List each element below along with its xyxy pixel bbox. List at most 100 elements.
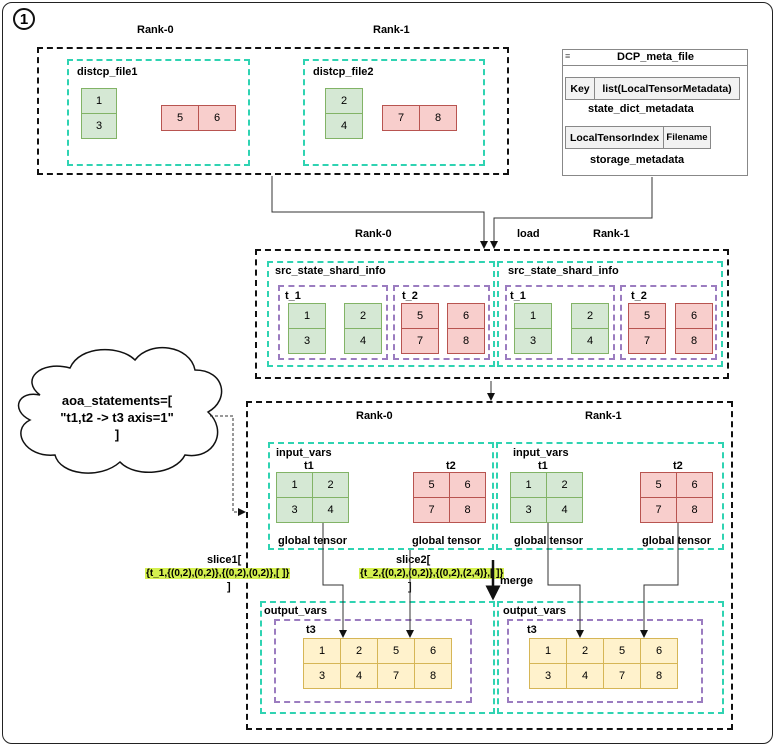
input-t1-label-rank0: t1: [304, 460, 314, 472]
output-t3-cell: 5: [377, 638, 415, 664]
file2-green-cell: 4: [325, 113, 363, 139]
global-tensor-label: global tensor: [412, 535, 482, 547]
output-t3-cell: 2: [566, 638, 604, 664]
slice2-close: ]: [408, 581, 412, 593]
load-red-cell: 5: [401, 303, 439, 329]
dcp-meta-file: [562, 49, 748, 176]
distcp-file1-title: distcp_file1: [77, 66, 138, 78]
meta-key-cell: Key: [565, 77, 595, 100]
input-t1-cell: 4: [546, 497, 583, 523]
input-t1-label-rank1: t1: [538, 460, 548, 472]
load-green-cell: 1: [514, 303, 552, 329]
top-rank0-label: Rank-0: [137, 24, 174, 36]
input-vars-box-rank1: [496, 442, 724, 550]
input-t2-cell: 6: [676, 472, 713, 498]
output-t3-cell: 7: [377, 663, 415, 689]
load-rank0-label: Rank-0: [355, 228, 392, 240]
output-t3-cell: 4: [566, 663, 604, 689]
meta-list-cell: list(LocalTensorMetadata): [594, 77, 740, 100]
src-shard-box-rank1: [497, 261, 723, 367]
load-green-cell: 3: [514, 328, 552, 354]
input-t2-cell: 7: [413, 497, 450, 523]
cloud-text: aoa_statements=[ "t1,t2 -> t3 axis=1" ]: [22, 392, 212, 443]
file2-green-cell: 2: [325, 88, 363, 114]
output-vars-title-rank0: output_vars: [264, 605, 327, 617]
input-t1-cell: 2: [546, 472, 583, 498]
input-vars-box-rank0: [268, 442, 494, 550]
slice1-value: {t_1,{(0,2),(0,2)},{(0,2),(0,2)},[ ]}: [145, 568, 291, 579]
t2-box-rank0: [393, 285, 490, 360]
output-t3-cell: 8: [640, 663, 678, 689]
input-t2-cell: 8: [449, 497, 486, 523]
distcp-file1-box: [67, 59, 250, 166]
load-green-cell: 1: [288, 303, 326, 329]
file2-red-cell: 7: [382, 105, 420, 131]
meta-local-index-cell: LocalTensorIndex: [565, 126, 664, 149]
input-t1-cell: 1: [276, 472, 313, 498]
t1-label-rank0: t_1: [285, 290, 301, 302]
output-t3-cell: 6: [640, 638, 678, 664]
output-vars-box-rank1: [497, 601, 724, 714]
load-red-cell: 8: [447, 328, 485, 354]
input-t1-cell: 2: [312, 472, 349, 498]
output-t3-cell: 3: [303, 663, 341, 689]
global-tensor-label: global tensor: [278, 535, 348, 547]
output-t3-cell: 2: [340, 638, 378, 664]
output-t3-cell: 8: [414, 663, 452, 689]
cloud-line2: "t1,t2 -> t3 axis=1": [60, 410, 174, 425]
file1-red-cell: 6: [198, 105, 236, 131]
file2-red-cell: 8: [419, 105, 457, 131]
load-rank1-label: Rank-1: [593, 228, 630, 240]
slice2-value: {t_2,{(0,2),(0,2)},{(0,2),(2,4)},[ ]}: [359, 568, 505, 579]
distcp-file2-title: distcp_file2: [313, 66, 374, 78]
load-box: [255, 249, 729, 379]
slice2-label: slice2[: [396, 554, 431, 566]
slice1-label: slice1[: [207, 554, 242, 566]
input-t2-label-rank0: t2: [446, 460, 456, 472]
load-label: load: [517, 228, 540, 240]
input-t1-cell: 4: [312, 497, 349, 523]
t3-box-rank1: [507, 619, 703, 703]
merge-rank1-label: Rank-1: [585, 410, 622, 422]
input-t2-cell: 5: [413, 472, 450, 498]
dcp-meta-header: [562, 49, 748, 66]
output-vars-box-rank0: [260, 601, 495, 714]
t2-label-rank0: t_2: [402, 290, 418, 302]
global-tensor-label: global tensor: [514, 535, 584, 547]
file1-red-cell: 5: [161, 105, 199, 131]
input-t2-label-rank1: t2: [673, 460, 683, 472]
dcp-meta-title: DCP_meta_file: [617, 51, 695, 63]
t2-box-rank1: [620, 285, 717, 360]
t1-box-rank1: [505, 285, 615, 360]
output-t3-cell: 1: [303, 638, 341, 664]
output-t3-cell: 6: [414, 638, 452, 664]
load-red-cell: 7: [628, 328, 666, 354]
output-vars-title-rank1: output_vars: [503, 605, 566, 617]
merge-rank0-label: Rank-0: [356, 410, 393, 422]
storage-metadata-label: storage_metadata: [590, 154, 685, 166]
meta-filename-cell: Filename: [663, 126, 711, 149]
merge-label: merge: [500, 575, 534, 587]
file1-green-cell: 1: [81, 88, 117, 114]
step-badge: 1: [13, 8, 35, 30]
global-tensor-label: global tensor: [642, 535, 712, 547]
input-t1-cell: 3: [276, 497, 313, 523]
top-ranks-box: [37, 47, 509, 175]
load-green-cell: 2: [571, 303, 609, 329]
src-shard-box-rank0: [267, 261, 495, 367]
load-red-cell: 6: [447, 303, 485, 329]
load-red-cell: 8: [675, 328, 713, 354]
input-t1-cell: 1: [510, 472, 547, 498]
t1-box-rank0: [278, 285, 388, 360]
src-shard-title-rank0: src_state_shard_info: [275, 265, 386, 277]
load-green-cell: 4: [344, 328, 382, 354]
menu-icon: ≡: [565, 51, 571, 61]
input-t1-cell: 3: [510, 497, 547, 523]
input-t2-cell: 6: [449, 472, 486, 498]
input-t2-cell: 7: [640, 497, 677, 523]
output-t3-cell: 3: [529, 663, 567, 689]
src-shard-title-rank1: src_state_shard_info: [508, 265, 619, 277]
t3-label-rank1: t3: [527, 624, 537, 636]
state-dict-metadata-label: state_dict_metadata: [588, 103, 694, 115]
